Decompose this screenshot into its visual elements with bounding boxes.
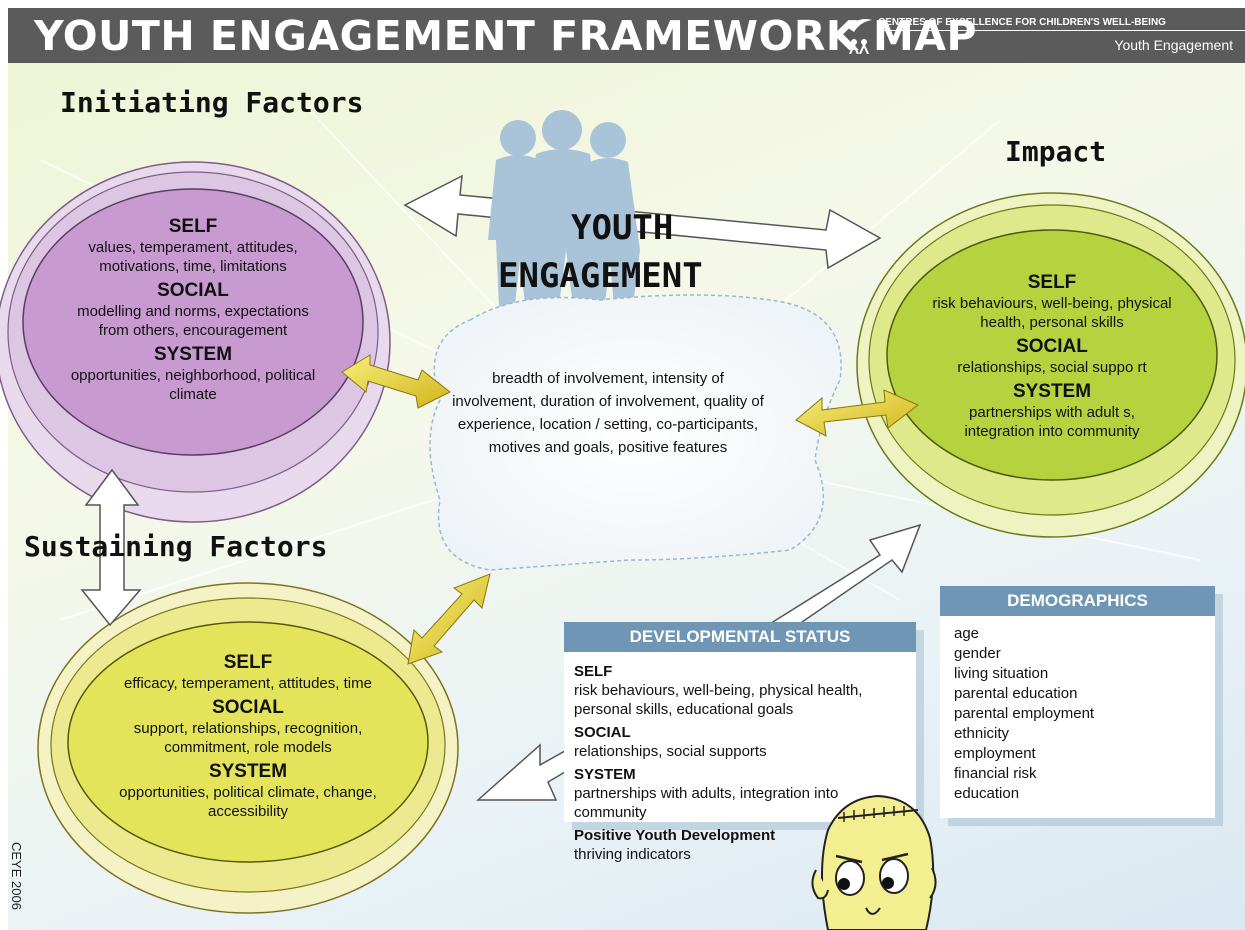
dev-self-heading: SELF [574,663,613,680]
centres-logo-icon [848,19,872,54]
engagement-description: breadth of involvement, intensity of inv… [452,370,764,456]
demographics-list: age gender living situation parental edu… [940,616,1215,812]
sustaining-social-heading: SOCIAL [212,697,284,718]
left-vertical-arrow [80,468,142,627]
header-bar: YOUTH ENGAGEMENT FRAMEWORK MAP CENTRES O… [8,8,1245,63]
page-title: YOUTH ENGAGEMENT FRAMEWORK MAP [34,12,978,60]
demographics-title: DEMOGRAPHICS [940,586,1215,616]
cartoon-face-icon [811,794,937,930]
sustaining-self-heading: SELF [223,652,273,673]
impact-system-text: partnerships with adult s, integration i… [964,404,1140,440]
sustaining-content: SELF efficacy, temperament, attitudes, t… [113,648,383,821]
initiating-system-heading: SYSTEM [153,344,233,365]
impact-self-heading: SELF [1027,272,1077,293]
demographics-item: parental education [954,685,1078,702]
demographics-item: ethnicity [954,725,1010,742]
sustaining-social-text: support, relationships, recognition, com… [133,720,363,756]
dev-self-text: risk behaviours, well-being, physical he… [574,682,863,718]
impact-social-heading: SOCIAL [1016,336,1088,357]
impact-system-heading: SYSTEM [1012,381,1092,402]
dev-system-text: partnerships with adults, integration in… [574,785,839,821]
dev-pyd-text: thriving indicators [574,846,691,863]
header-subtitle: Youth Engagement [1114,37,1233,53]
demographics-item: education [954,785,1020,802]
center-title-line2: ENGAGEMENT [498,256,703,296]
impact-social-text: relationships, social suppo rt [957,359,1147,376]
impact-self-text: risk behaviours, well-being, physical he… [932,295,1172,331]
initiating-social-text: modelling and norms, expectations from o… [77,303,309,339]
demographics-item: financial risk [954,765,1037,782]
center-title-line1: YOUTH [571,208,674,248]
initiating-ellipse [0,161,391,523]
sustaining-system-text: opportunities, political climate, change… [119,784,377,820]
sustaining-system-heading: SYSTEM [208,761,288,782]
demographics-item: living situation [954,665,1049,682]
credit-text: CEYE 2006 [9,842,24,910]
sustaining-label: Sustaining Factors [24,530,328,563]
dev-pyd-heading: Positive Youth Development [574,827,776,844]
org-divider [878,30,1245,31]
impact-content: SELF risk behaviours, well-being, physic… [932,268,1172,441]
initiating-label: Initiating Factors [60,86,364,119]
developmental-status-box: DEVELOPMENTAL STATUS SELF risk behaviour… [564,622,916,863]
demographics-item: gender [954,645,1001,662]
demographics-item: age [954,625,980,642]
developmental-status-title: DEVELOPMENTAL STATUS [564,622,916,652]
dev-system-heading: SYSTEM [574,766,636,783]
right-yellow-arrow [795,389,919,437]
sustaining-self-text: efficacy, temperament, attitudes, time [124,675,372,692]
impact-ellipse [856,192,1245,538]
bottom-yellow-arrow [407,573,491,665]
engagement-cloud [429,294,842,571]
demographics-item: employment [954,745,1036,762]
initiating-content: SELF values, temperament, attitudes, mot… [63,212,323,404]
initiating-system-text: opportunities, neighborhood, political c… [70,367,316,403]
initiating-self-text: values, temperament, attitudes, motivati… [88,239,298,275]
initiating-self-heading: SELF [168,216,218,237]
impact-label: Impact [1005,135,1107,168]
dev-social-text: relationships, social supports [574,743,767,760]
initiating-social-heading: SOCIAL [157,280,229,301]
org-name: CENTRES OF EXCELLENCE FOR CHILDREN'S WEL… [878,17,1166,28]
people-silhouette-icon [488,110,640,330]
demographics-box: DEMOGRAPHICS age gender living situation… [940,586,1215,818]
dev-social-heading: SOCIAL [574,724,631,741]
sustaining-ellipse [37,582,459,914]
left-yellow-arrow [341,354,451,409]
developmental-status-body: SELF risk behaviours, well-being, physic… [564,652,916,870]
top-double-arrow [403,174,882,270]
demographics-item: parental employment [954,705,1095,722]
